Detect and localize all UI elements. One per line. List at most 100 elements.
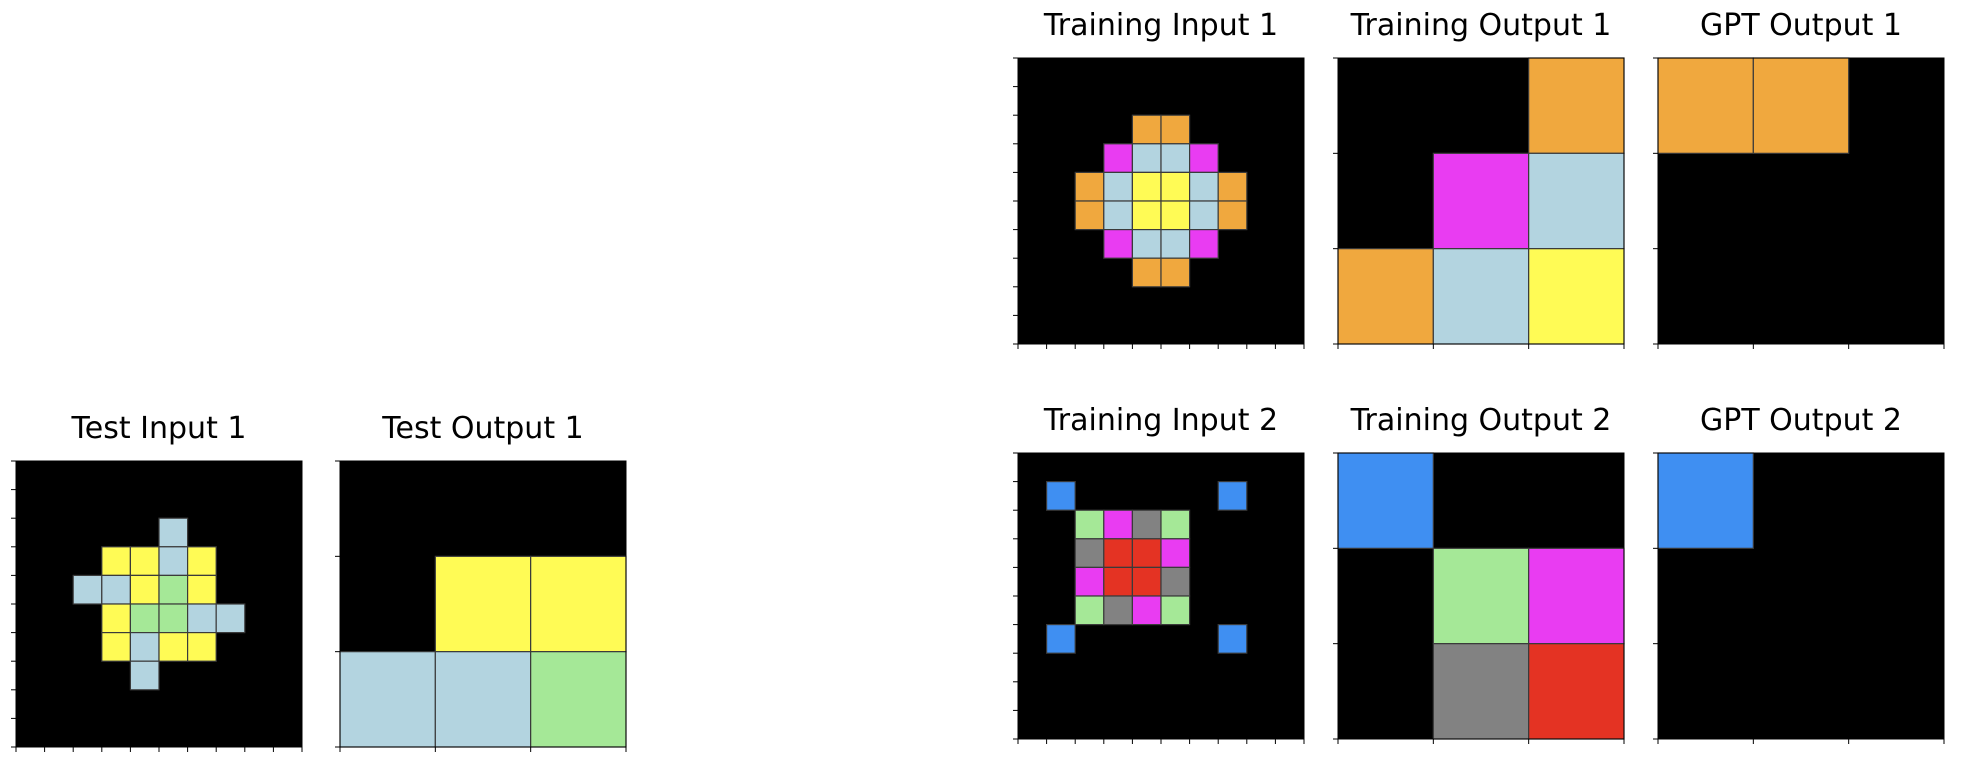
grid-cell (158, 603, 189, 634)
grid-cell (1189, 171, 1219, 202)
grid-cell (101, 632, 132, 662)
grid-cell (129, 574, 160, 605)
grid-canvas (1013, 452, 1305, 744)
grid-cell (1131, 114, 1162, 145)
panel-title: Training Output 2 (1350, 403, 1612, 438)
grid-cell (1074, 509, 1105, 540)
test-output-1-panel: Test Output 1 (335, 403, 628, 753)
grid-cell (1528, 547, 1625, 645)
grid-cell (1189, 200, 1219, 231)
grid-frame (339, 460, 627, 748)
grid-cell (1160, 595, 1191, 626)
gpt-output-2-panel: GPT Output 2 (1653, 395, 1946, 745)
grid-cell (1103, 200, 1134, 231)
grid-cell (1131, 257, 1162, 288)
test-input-1-panel: Test Input 1 (11, 403, 304, 753)
grid-cell (1103, 566, 1134, 597)
grid-cell (1046, 624, 1076, 654)
grid-cell (158, 517, 189, 548)
grid-cell (1131, 143, 1162, 174)
grid-cell (1160, 143, 1191, 174)
grid-cell (1074, 566, 1105, 597)
grid-cell (530, 555, 627, 653)
grid-cell (1131, 566, 1162, 597)
panel-title: GPT Output 2 (1699, 403, 1903, 438)
grid-cell (1217, 171, 1248, 202)
grid-cell (1160, 538, 1191, 569)
grid-canvas (1333, 452, 1625, 744)
grid-frame (1017, 452, 1305, 740)
grid-cell (187, 546, 217, 577)
grid-cell (215, 603, 246, 634)
panel-title: GPT Output 1 (1699, 8, 1903, 43)
panel-title: Training Input 2 (1043, 403, 1279, 438)
grid-cell (187, 574, 217, 605)
grid-cell (158, 546, 189, 577)
grid-cell (1074, 538, 1105, 569)
grid-cell (1131, 509, 1162, 540)
grid-cell (1103, 143, 1134, 174)
grid-cell (129, 632, 160, 662)
grid-cell (1131, 595, 1162, 626)
grid-frame (1657, 452, 1945, 740)
training-input-1-panel: Training Input 1 (1013, 0, 1306, 350)
grid-cell (1160, 566, 1191, 597)
grid-cell (1103, 171, 1134, 202)
grid-cell (1432, 547, 1530, 645)
grid-cell (101, 574, 132, 605)
grid-cell (1432, 643, 1530, 740)
grid-cell (1160, 229, 1191, 259)
grid-cell (1103, 595, 1134, 626)
grid-cell (1337, 248, 1434, 345)
grid-cell (1046, 481, 1076, 511)
grid-cell (129, 603, 160, 634)
grid-frame (1657, 57, 1945, 345)
grid-cell (1074, 171, 1105, 202)
grid-cell (1103, 509, 1134, 540)
grid-cell (1528, 248, 1625, 345)
grid-cell (1160, 509, 1191, 540)
grid-cell (129, 546, 160, 577)
grid-cell (1131, 538, 1162, 569)
grid-canvas (11, 460, 303, 752)
grid-canvas (1013, 57, 1305, 349)
training-input-2-panel: Training Input 2 (1013, 395, 1306, 745)
grid-cell (1103, 538, 1134, 569)
panel-title: Training Output 1 (1350, 8, 1612, 43)
grid-cell (1217, 200, 1248, 231)
grid-cell (187, 632, 217, 662)
gpt-output-1-panel: GPT Output 1 (1653, 0, 1946, 350)
panel-title: Test Output 1 (382, 411, 584, 446)
grid-cell (72, 574, 103, 605)
grid-cell (1189, 143, 1219, 174)
grid-cell (1657, 57, 1754, 154)
grid-canvas (1333, 57, 1625, 349)
grid-cell (158, 632, 189, 662)
grid-canvas (335, 460, 627, 752)
grid-canvas (1653, 57, 1945, 349)
grid-cell (1131, 171, 1162, 202)
grid-cell (1103, 229, 1134, 259)
grid-cell (1160, 257, 1191, 288)
grid-cell (1074, 595, 1105, 626)
grid-frame (1337, 57, 1625, 345)
grid-cell (1217, 624, 1248, 654)
grid-cell (1074, 200, 1105, 231)
grid-cell (434, 651, 532, 748)
grid-cell (1189, 229, 1219, 259)
panel-title: Training Input 1 (1043, 8, 1279, 43)
grid-cell (187, 603, 217, 634)
grid-cell (1337, 452, 1434, 549)
grid-cell (101, 546, 132, 577)
grid-cell (1160, 200, 1191, 231)
grid-cell (158, 574, 189, 605)
grid-cell (1528, 57, 1625, 154)
training-output-1-panel: Training Output 1 (1333, 0, 1626, 350)
grid-cell (1528, 643, 1625, 740)
grid-cell (1131, 200, 1162, 231)
panel-title: Test Input 1 (71, 411, 247, 446)
grid-cell (339, 651, 436, 748)
grid-frame (1337, 452, 1625, 740)
grid-cell (101, 603, 132, 634)
grid-cell (1432, 248, 1530, 345)
